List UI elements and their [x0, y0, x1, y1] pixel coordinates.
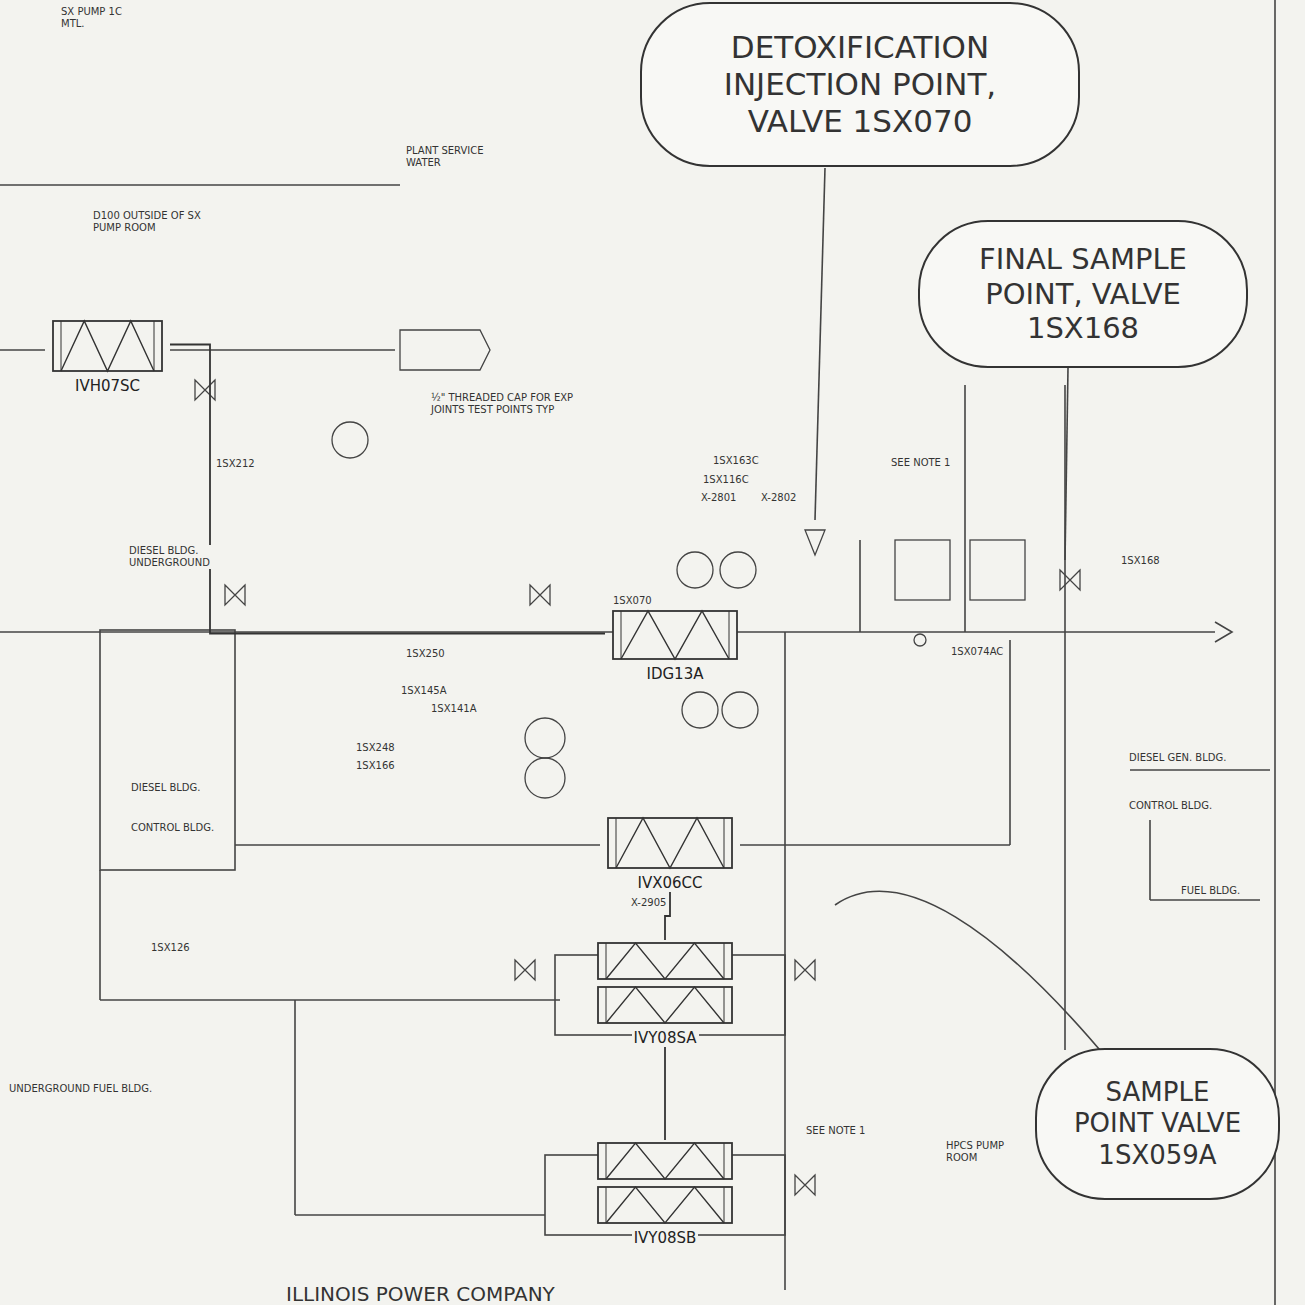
heat-exchanger: IDG13A [605, 608, 745, 683]
drawing-label: CONTROL BLDG. [1128, 800, 1240, 812]
drawing-label: ½" THREADED CAP FOR EXP JOINTS TEST POIN… [430, 392, 607, 416]
callout-text: SAMPLE POINT VALVE 1SX059A [1067, 1077, 1248, 1171]
heat-exchanger-symbol [45, 318, 170, 376]
drawing-label: 1SX074AC [950, 646, 1004, 658]
drawing-label: 1SX166 [355, 760, 396, 772]
pipe-connector [664, 1047, 666, 1140]
drawing-label: HPCS PUMP ROOM [945, 1140, 1022, 1164]
drawing-label: 1SX163C [712, 455, 760, 467]
drawing-label: X-2801 [700, 492, 737, 504]
drawing-label: 1SX116C [702, 474, 750, 486]
callout-cloud: SAMPLE POINT VALVE 1SX059A [1035, 1048, 1280, 1200]
drawing-label: 1SX250 [405, 648, 446, 660]
drawing-label: PLANT SERVICE WATER [405, 145, 497, 169]
drawing-label: 1SX145A [400, 685, 448, 697]
heat-exchanger-symbol [605, 608, 745, 664]
drawing-label: DIESEL BLDG. UNDERGROUND [128, 545, 230, 569]
callout-text: DETOXIFICATION INJECTION POINT, VALVE 1S… [672, 29, 1048, 141]
pipe-connector [170, 345, 605, 634]
drawing-label: SX PUMP 1C MTL. [60, 6, 142, 30]
drawing-label: D100 OUTSIDE OF SX PUMP ROOM [92, 210, 204, 234]
heat-exchanger: IVY08SB [590, 1140, 740, 1247]
equipment-tag: IVX06CC [636, 874, 705, 892]
drawing-label: UNDERGROUND FUEL BLDG. [8, 1083, 153, 1095]
drawing-label: FUEL BLDG. [1180, 885, 1241, 897]
drawing-label: 1SX070 [612, 595, 653, 607]
drawing-label: 1SX141A [430, 703, 478, 715]
callout-text: FINAL SAMPLE POINT, VALVE 1SX168 [950, 242, 1216, 346]
heat-exchanger: IVY08SA [590, 940, 740, 1047]
drawing-label: X-2905 [630, 897, 667, 909]
drawing-label: 1SX212 [215, 458, 256, 470]
heat-exchanger: IVH07SC [45, 318, 170, 395]
equipment-tag: IVY08SB [632, 1229, 699, 1247]
drawing-label: DIESEL GEN. BLDG. [1128, 752, 1240, 764]
drawing-label: X-2802 [760, 492, 797, 504]
drawing-label: SEE NOTE 1 [805, 1125, 866, 1137]
drawing-label: 1SX248 [355, 742, 396, 754]
equipment-tag: IDG13A [645, 665, 706, 683]
drawing-label: CONTROL BLDG. [130, 822, 222, 834]
callout-cloud: DETOXIFICATION INJECTION POINT, VALVE 1S… [640, 2, 1080, 167]
equipment-tag: IVY08SA [632, 1029, 699, 1047]
drawing-label: SEE NOTE 1 [890, 457, 951, 469]
drawing-label: 1SX168 [1120, 555, 1161, 567]
heat-exchanger-symbol [600, 815, 740, 873]
heat-exchanger-symbol [590, 940, 740, 1028]
drawing-label: ILLINOIS POWER COMPANY [285, 1283, 556, 1305]
equipment-tag: IVH07SC [73, 377, 142, 395]
callout-cloud: FINAL SAMPLE POINT, VALVE 1SX168 [918, 220, 1248, 368]
drawing-label: 1SX126 [150, 942, 191, 954]
heat-exchanger-symbol [590, 1140, 740, 1228]
drawing-label: DIESEL BLDG. [130, 782, 222, 794]
heat-exchanger: IVX06CC [600, 815, 740, 892]
